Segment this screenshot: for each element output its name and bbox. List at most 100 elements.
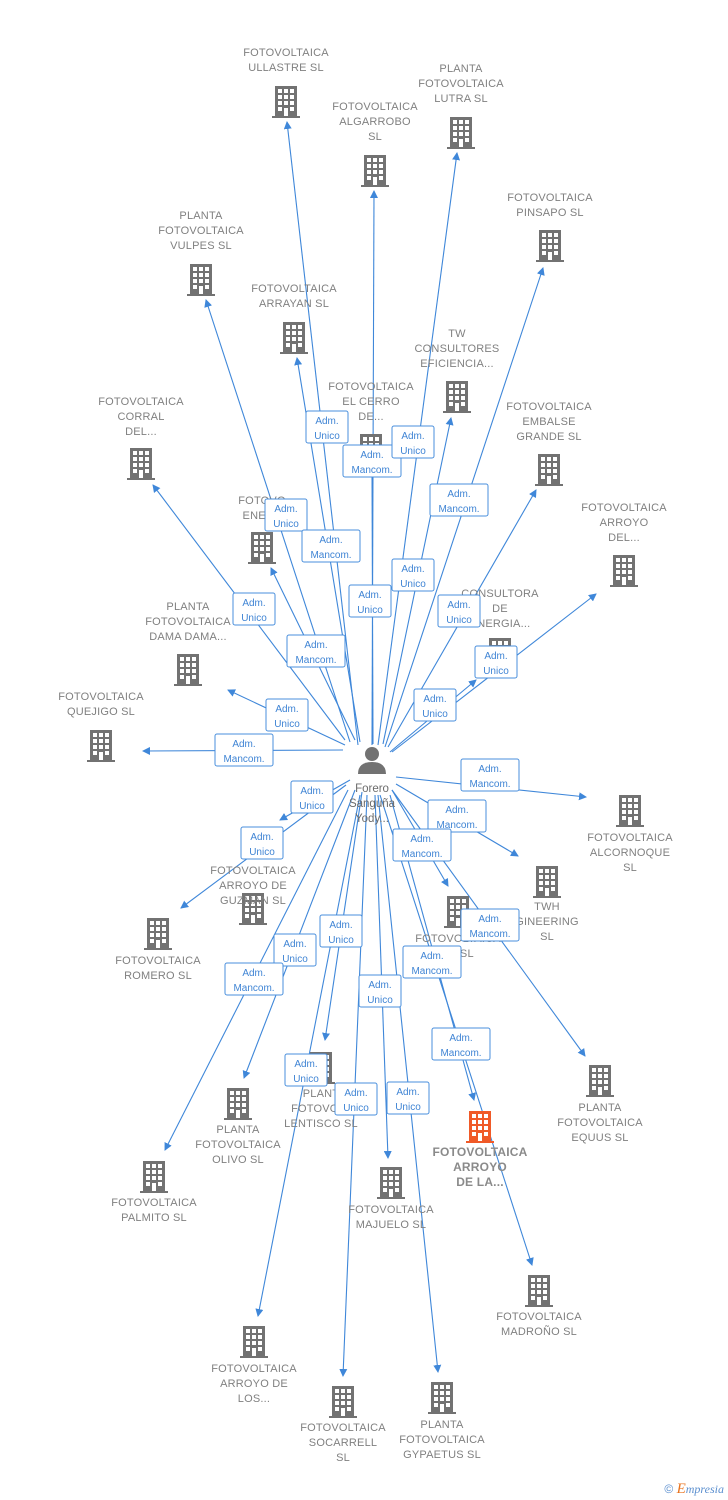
company-label-line: PLANTA bbox=[420, 1419, 464, 1431]
relation-label-line: Unico bbox=[422, 709, 448, 720]
relation-badge-r11[interactable]: Adm.Mancom. bbox=[286, 634, 346, 668]
company-label-line: FOTOVOLTAICA bbox=[251, 283, 337, 295]
company-node-arroyo_del[interactable]: FOTOVOLTAICAARROYODEL... bbox=[581, 502, 667, 587]
relation-badge-r25[interactable]: Adm.Mancom. bbox=[224, 962, 284, 996]
company-label-line: DEL... bbox=[125, 426, 157, 438]
copyright-symbol: © bbox=[664, 1482, 674, 1496]
building-icon bbox=[536, 230, 564, 262]
building-icon bbox=[248, 532, 276, 564]
relation-badge-r1[interactable]: Adm.Unico bbox=[305, 410, 349, 444]
relation-badge-box bbox=[348, 584, 392, 618]
relation-badge-r4[interactable]: Adm.Mancom. bbox=[429, 483, 489, 517]
company-label-line: QUEJIGO SL bbox=[67, 706, 135, 718]
relation-badge-r9[interactable]: Adm.Unico bbox=[232, 592, 276, 626]
company-node-consultora[interactable]: CONSULTORADEENERGIA... bbox=[461, 588, 539, 670]
company-node-corral[interactable]: FOTOVOLTAICACORRALDEL... bbox=[98, 396, 184, 480]
person-node[interactable]: ForeroSanguñaYody... bbox=[349, 747, 396, 825]
relation-badge-box bbox=[273, 933, 317, 967]
relation-badge-r24[interactable]: Adm.Mancom. bbox=[402, 945, 462, 979]
brand-name: mpresia bbox=[685, 1482, 724, 1496]
company-label-line: ARROYO DE bbox=[219, 880, 287, 892]
relation-badge-r19[interactable]: Adm.Unico bbox=[240, 826, 284, 860]
relation-label-line: Unico bbox=[357, 605, 383, 616]
company-label-line: ARROYO bbox=[453, 1160, 507, 1174]
company-label-line: CONSULTORA bbox=[461, 588, 539, 600]
relation-badge-r15[interactable]: Adm.Mancom. bbox=[214, 733, 274, 767]
company-label-line: FOTOVOLTAICA bbox=[115, 955, 201, 967]
relation-badge-r23[interactable]: Adm.Unico bbox=[273, 933, 317, 967]
relation-badge-r12[interactable]: Adm.Unico bbox=[474, 645, 518, 679]
building-icon bbox=[272, 86, 300, 118]
company-label-line: SL bbox=[336, 1452, 350, 1464]
relation-badge-r17[interactable]: Adm.Unico bbox=[290, 780, 334, 814]
company-label-line: FOTOVOLTAICA bbox=[399, 1434, 485, 1446]
relation-badge-r16[interactable]: Adm.Mancom. bbox=[460, 758, 520, 792]
relation-badge-r22[interactable]: Adm.Unico bbox=[319, 914, 363, 948]
company-label-line: PLANTA bbox=[439, 63, 483, 75]
relation-label-line: Unico bbox=[314, 431, 340, 442]
relation-label-line: Adm. bbox=[445, 805, 468, 816]
company-label-line: FOTOVOLTAICA bbox=[195, 1139, 281, 1151]
relation-badge-r8[interactable]: Adm.Unico bbox=[391, 558, 435, 592]
relation-badge-box bbox=[392, 828, 452, 862]
relation-label-line: Unico bbox=[282, 954, 308, 965]
building-icon bbox=[240, 1326, 268, 1358]
company-label-line: ENERGIA... bbox=[470, 618, 531, 630]
relation-badge-r29[interactable]: Adm.Unico bbox=[334, 1082, 378, 1116]
relation-badge-r5[interactable]: Adm.Unico bbox=[264, 498, 308, 532]
company-label-line: FOTOVOLTAICA bbox=[581, 502, 667, 514]
relation-label-line: Adm. bbox=[329, 920, 352, 931]
relation-label-line: Unico bbox=[446, 615, 472, 626]
relation-badge-r30[interactable]: Adm.Unico bbox=[386, 1081, 430, 1115]
company-node-tw[interactable]: TWCONSULTORESEFICIENCIA... bbox=[415, 328, 500, 413]
relation-badge-r28[interactable]: Adm.Unico bbox=[284, 1053, 328, 1087]
building-icon bbox=[616, 795, 644, 827]
company-label-line: GUZMAN SL bbox=[220, 895, 286, 907]
relation-badge-r20[interactable]: Adm.Mancom. bbox=[392, 828, 452, 862]
building-icon bbox=[329, 1386, 357, 1418]
company-label-line: PLANT bbox=[303, 1088, 340, 1100]
relation-badge-r7[interactable]: Adm.Unico bbox=[348, 584, 392, 618]
relation-badge-r2[interactable]: Adm.Mancom. bbox=[342, 444, 402, 478]
relation-badge-r27[interactable]: Adm.Mancom. bbox=[431, 1027, 491, 1061]
relation-badge-r3[interactable]: Adm.Unico bbox=[391, 425, 435, 459]
relation-badge-r26[interactable]: Adm.Unico bbox=[358, 974, 402, 1008]
relation-badge-r6[interactable]: Adm.Mancom. bbox=[301, 529, 361, 563]
relation-badge-r18[interactable]: Adm.Mancom. bbox=[427, 799, 487, 833]
relation-label-line: Mancom. bbox=[411, 966, 452, 977]
relation-badge-r10[interactable]: Adm.Unico bbox=[437, 594, 481, 628]
relation-badge-r13[interactable]: Adm.Unico bbox=[265, 698, 309, 732]
company-label-line: FOTOVOLTAICA bbox=[506, 401, 592, 413]
relation-label-line: Adm. bbox=[478, 914, 501, 925]
building-icon bbox=[525, 1275, 553, 1307]
footer-brand[interactable]: © Empresia bbox=[664, 1481, 724, 1498]
relation-badge-r14[interactable]: Adm.Unico bbox=[413, 688, 457, 722]
relation-label-line: Adm. bbox=[242, 598, 265, 609]
relation-label-line: Mancom. bbox=[310, 550, 351, 561]
relation-badge-r21[interactable]: Adm.Mancom. bbox=[460, 908, 520, 942]
